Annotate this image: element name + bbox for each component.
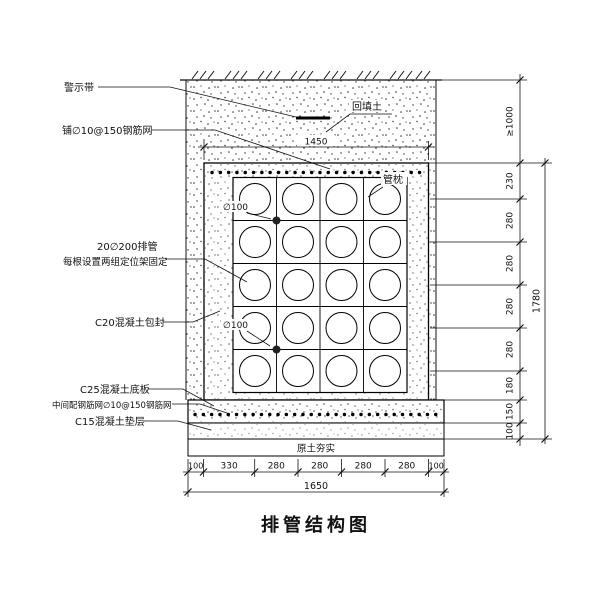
dim-bottom-1: 330 [221, 462, 238, 472]
leader-warning-tape [98, 86, 297, 118]
leader-backfill [325, 113, 392, 133]
label-top-mesh: 铺∅10@150钢筋网 [62, 124, 153, 137]
dim-bottom-chain: 100 330 280 280 280 280 100 [183, 459, 449, 477]
dim-right-6: 150 [506, 403, 516, 420]
leader-mid-mesh [172, 403, 228, 414]
callout-labels: 警示带 铺∅10@150钢筋网 20∅200排管 每根设置两组定位架固定 C20… [52, 81, 407, 428]
leader-dia100-upper [246, 212, 272, 220]
leader-cushion [143, 420, 212, 431]
dim-bottom-6: 100 [429, 462, 444, 471]
dim-right-4: 280 [506, 341, 516, 358]
dim-right-0: 230 [506, 172, 516, 189]
dim-bottom-5: 280 [398, 462, 415, 472]
leader-dia100-lower [246, 330, 271, 347]
label-mid-mesh: 中间配钢筋网∅10@150钢筋网 [52, 400, 171, 411]
leader-base-slab [148, 388, 215, 407]
dim-right-1: 280 [506, 212, 516, 229]
leader-top-mesh [152, 129, 331, 170]
label-cushion: C15混凝土垫层 [75, 415, 145, 428]
dim-right-7: 100 [506, 422, 516, 439]
compacted-soil-band: 原土夯实 [187, 438, 445, 457]
dim-right-chain: ≥1000 230 280 280 280 280 180 150 100 [428, 74, 552, 446]
leader-encasement [163, 310, 221, 323]
dim-bottom-3: 280 [311, 462, 328, 472]
cushion-layer [187, 422, 445, 440]
label-backfill: 回填土 [352, 100, 382, 113]
callout-leaders [98, 86, 392, 431]
dim-right-5: 180 [506, 377, 516, 394]
dim-right-total-value: 1780 [532, 289, 543, 313]
label-pipes-2: 每根设置两组定位架固定 [63, 256, 168, 268]
label-warning-tape: 警示带 [64, 81, 94, 94]
duct-pipes [239, 183, 401, 387]
dim-bottom-total: 1650 [183, 477, 449, 497]
pipe-grid [232, 176, 408, 394]
label-pipes-1: 20∅200排管 [97, 240, 158, 253]
label-backdrop [297, 135, 335, 146]
label-base-slab: C25混凝土底板 [80, 383, 150, 396]
soil-hatch-marks [191, 70, 431, 80]
label-backdrop-pipe-support [381, 172, 407, 185]
ground-surface [180, 70, 442, 81]
dim-bottom-2: 280 [268, 462, 285, 472]
dim-cover-depth: ≥1000 [506, 106, 516, 137]
leader-pipe-support [367, 186, 384, 198]
label-encasement: C20混凝土包封 [95, 316, 165, 329]
small-conduit-lower [272, 345, 281, 354]
dim-bottom-total-value: 1650 [304, 481, 328, 492]
dim-top-width: 1450 [198, 135, 434, 160]
label-backdrop-backfill [349, 100, 385, 112]
dim-right-3: 280 [506, 298, 516, 315]
dim-right-total: 1780 [532, 158, 549, 444]
dim-bottom-4: 280 [355, 462, 372, 472]
label-dia100-lower: ∅100 [223, 321, 248, 331]
leader-pipes [165, 258, 248, 283]
dim-right-2: 280 [506, 255, 516, 272]
label-dia100-upper: ∅100 [223, 203, 248, 213]
label-backdrop-dia100-upper [221, 201, 248, 212]
drawing-title: 排管结构图 [261, 514, 371, 536]
small-conduit-upper [272, 216, 281, 225]
dim-bottom-0: 100 [188, 462, 203, 471]
pipe-support-grid-lines [233, 177, 407, 393]
label-backdrop-dia100-lower [221, 319, 248, 330]
base-slab [187, 399, 445, 424]
dim-top-width-value: 1450 [305, 138, 328, 148]
label-pipe-support: 管枕 [383, 173, 403, 186]
compacted-soil-label: 原土夯实 [297, 443, 335, 455]
